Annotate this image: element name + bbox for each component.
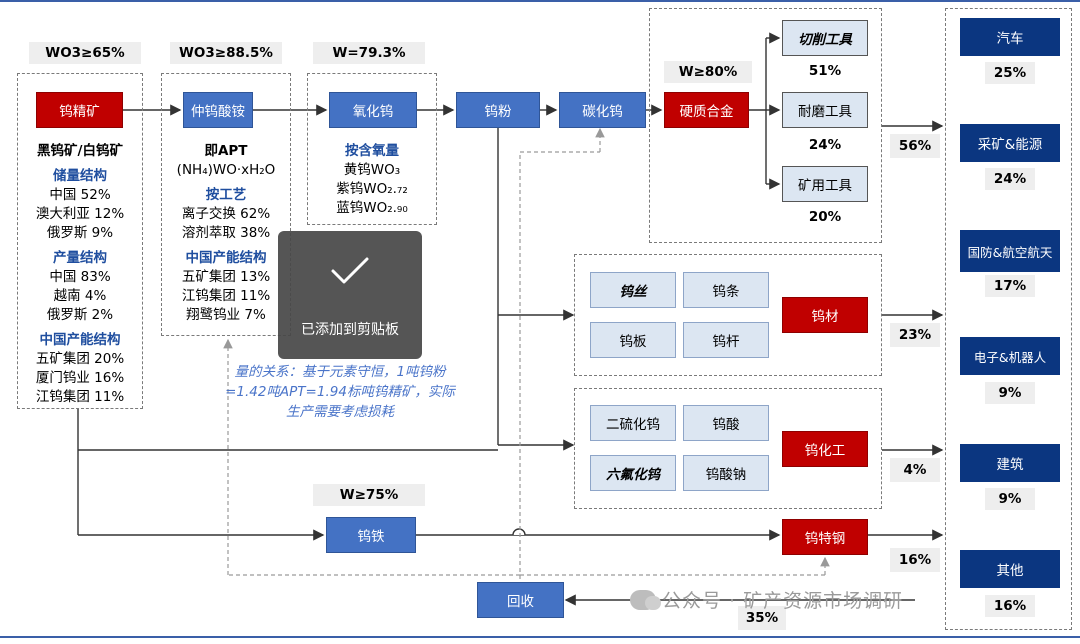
concentrate-details: 黑钨矿/白钨矿 储量结构 中国 52% 澳大利亚 12% 俄罗斯 9% 产量结构… <box>17 142 143 407</box>
output-item: 越南 4% <box>53 288 107 304</box>
end-use-other-pct: 16% <box>985 595 1035 617</box>
hard-alloy-pct: 56% <box>890 134 940 158</box>
grade-label-ferro: W≥75% <box>313 484 425 506</box>
reserve-item: 中国 52% <box>49 187 111 203</box>
oxygen-title: 按含氧量 <box>345 143 399 159</box>
tungstic-acid-box: 钨酸 <box>683 405 769 441</box>
end-use-mining-pct: 24% <box>985 168 1035 190</box>
capacity-item: 五矿集团 13% <box>181 269 271 285</box>
capacity-title: 中国产能结构 <box>185 250 267 266</box>
output-title: 产量结构 <box>53 250 107 266</box>
powder-box: 钨粉 <box>456 92 540 128</box>
watermark-text: 公众号 · 矿产资源市场调研 <box>662 590 904 612</box>
capacity-item: 江钨集团 11% <box>181 288 271 304</box>
carbide-box: 碳化钨 <box>559 92 646 128</box>
mineral-type: 黑钨矿/白钨矿 <box>37 143 123 159</box>
chemicals-group-box: 钨化工 <box>782 431 868 467</box>
end-use-other: 其他 <box>960 550 1060 588</box>
wear-tool-pct: 24% <box>808 137 842 153</box>
apt-formula: (NH₄)WO·xH₂O <box>176 162 276 178</box>
oxide-details: 按含氧量 黄钨WO₃ 紫钨WO₂.₇₂ 蓝钨WO₂.₉₀ <box>307 142 437 218</box>
apt-details: 即APT (NH₄)WO·xH₂O 按工艺 离子交换 62% 溶剂萃取 38% … <box>161 142 291 325</box>
ferro-tungsten-box: 钨铁 <box>326 517 416 553</box>
note-line: 生产需要考虑损耗 <box>286 404 394 420</box>
output-item: 俄罗斯 2% <box>46 307 114 323</box>
oxide-info-panel <box>307 73 437 225</box>
oxide-item: 黄钨WO₃ <box>343 162 401 178</box>
end-use-construction: 建筑 <box>960 444 1060 482</box>
grade-label-hard-alloy: W≥80% <box>664 61 752 83</box>
watermark: 公众号 · 矿产资源市场调研 <box>630 586 903 613</box>
process-title: 按工艺 <box>205 187 247 203</box>
bar-box: 钨条 <box>683 272 769 308</box>
top-border <box>0 0 1080 2</box>
note-line: =1.42吨APT=1.94标吨钨精矿，实际 <box>225 384 455 400</box>
apt-title: 即APT <box>204 143 248 159</box>
end-use-construction-pct: 9% <box>985 488 1035 510</box>
special-steel-pct: 16% <box>890 548 940 572</box>
materials-pct: 23% <box>890 323 940 347</box>
capacity-item: 五矿集团 20% <box>35 351 125 367</box>
process-item: 溶剂萃取 38% <box>181 225 271 241</box>
mining-tool-box: 矿用工具 <box>782 166 868 202</box>
concentrate-info-panel <box>17 73 143 409</box>
oxide-item: 蓝钨WO₂.₉₀ <box>336 200 408 216</box>
recycle-box: 回收 <box>477 582 564 618</box>
sodium-tungstate-box: 钨酸钠 <box>683 455 769 491</box>
mass-relation-note: 量的关系：基于元素守恒，1吨钨粉 =1.42吨APT=1.94标吨钨精矿，实际 … <box>195 362 485 422</box>
cutting-tool-box: 切削工具 <box>782 20 868 56</box>
reserve-item: 澳大利亚 12% <box>35 206 125 222</box>
grade-label-oxide: W=79.3% <box>313 42 425 64</box>
end-use-electronics: 电子&机器人 <box>960 337 1060 375</box>
end-use-electronics-pct: 9% <box>985 382 1035 404</box>
wire-box: 钨丝 <box>590 272 676 308</box>
chemicals-pct: 4% <box>890 458 940 482</box>
end-use-auto-pct: 25% <box>985 62 1035 84</box>
end-use-defense-pct: 17% <box>985 275 1035 297</box>
capacity-item: 翔鹭钨业 7% <box>186 307 266 323</box>
wear-tool-box: 耐磨工具 <box>782 92 868 128</box>
hard-alloy-panel <box>649 8 882 243</box>
concentrate-box: 钨精矿 <box>36 92 123 128</box>
process-item: 离子交换 62% <box>181 206 271 222</box>
clipboard-toast: 已添加到剪贴板 <box>278 231 422 359</box>
reserve-item: 俄罗斯 9% <box>46 225 114 241</box>
oxide-box: 氧化钨 <box>329 92 417 128</box>
mining-tool-pct: 20% <box>808 209 842 225</box>
end-use-auto: 汽车 <box>960 18 1060 56</box>
special-steel-box: 钨特钢 <box>782 519 868 555</box>
ws2-box: 二硫化钨 <box>590 405 676 441</box>
note-line: 量的关系：基于元素守恒，1吨钨粉 <box>234 364 446 380</box>
reserve-title: 储量结构 <box>53 168 107 184</box>
output-item: 中国 83% <box>49 269 111 285</box>
recycle-pct: 35% <box>738 606 786 630</box>
oxide-item: 紫钨WO₂.₇₂ <box>336 181 408 197</box>
chemicals-panel <box>574 388 882 509</box>
bottom-border <box>0 636 1080 638</box>
rod-box: 钨杆 <box>683 322 769 358</box>
hard-alloy-box: 硬质合金 <box>664 92 749 128</box>
wf6-box: 六氟化钨 <box>590 455 676 491</box>
apt-info-panel <box>161 73 291 336</box>
materials-group-box: 钨材 <box>782 297 868 333</box>
end-use-mining: 采矿&能源 <box>960 124 1060 162</box>
check-icon <box>331 257 369 284</box>
cutting-tool-pct: 51% <box>808 63 842 79</box>
end-use-defense: 国防&航空航天 <box>960 230 1060 272</box>
capacity-item: 江钨集团 11% <box>35 389 125 405</box>
grade-label-apt: WO3≥88.5% <box>170 42 282 64</box>
toast-message: 已添加到剪贴板 <box>301 322 399 338</box>
apt-box: 仲钨酸铵 <box>183 92 253 128</box>
capacity-title: 中国产能结构 <box>39 332 121 348</box>
capacity-item: 厦门钨业 16% <box>35 370 125 386</box>
grade-label-concentrate: WO3≥65% <box>29 42 141 64</box>
wechat-logo-icon <box>630 589 661 610</box>
end-use-panel <box>945 8 1072 630</box>
plate-box: 钨板 <box>590 322 676 358</box>
materials-panel <box>574 254 882 376</box>
